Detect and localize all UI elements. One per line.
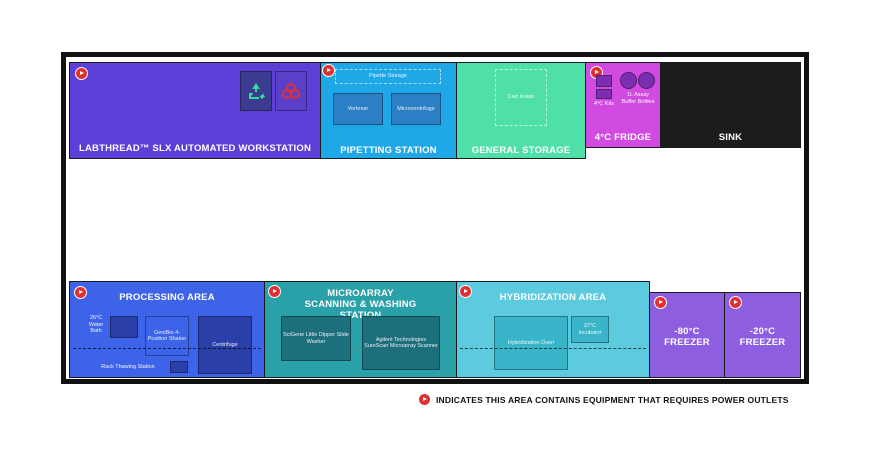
power-outlet-icon [322, 64, 335, 77]
microarray-scanner: Agilent Technologies SureScan Microarray… [362, 316, 440, 370]
kits-container [596, 75, 612, 87]
zone-title: PIPETTING STATION [340, 145, 437, 156]
zone-microarray-station: MICROARRAY SCANNING & WASHING STATION Sc… [264, 281, 457, 378]
zone-title: -80°C FREEZER [664, 326, 710, 348]
buffer-label: 1L Assay Buffer Bottles [621, 92, 655, 105]
legend: INDICATES THIS AREA CONTAINS EQUIPMENT T… [418, 393, 789, 406]
power-outlet-icon [729, 296, 742, 309]
divider-line [73, 348, 261, 349]
zone-general-storage: Cart Inside GENERAL STORAGE [456, 62, 586, 159]
vortexer: Vortexer [333, 93, 383, 125]
centrifuge: Centrifuge [198, 316, 252, 374]
zone-hybridization-area: HYBRIDIZATION AREA Hybridization Oven 37… [456, 281, 650, 378]
zone-processing-area: PROCESSING AREA 26°C Water Bath GeniBio … [69, 281, 265, 378]
recycle-icon [249, 83, 265, 99]
zone-title: SINK [718, 132, 743, 143]
pipette-storage: Pipette Storage [335, 69, 441, 84]
zone-title: MICROARRAY SCANNING & WASHING STATION [304, 288, 417, 321]
zone-title: 4°C FRIDGE [594, 132, 652, 143]
power-outlet-icon [268, 285, 281, 298]
slide-washer: SciGene Little Dipper Slide Washer [281, 316, 351, 361]
zone-20c-freezer: -20°C FREEZER [724, 292, 801, 378]
shaker: GeniBio 4-Position Shaker [145, 316, 189, 356]
recycling-bin [240, 71, 272, 111]
power-outlet-icon [459, 285, 472, 298]
zone-title: HYBRIDIZATION AREA [499, 292, 607, 303]
zone-labthread-workstation: LABTHREAD™ SLX AUTOMATED WORKSTATION [69, 62, 321, 159]
zone-pipetting-station: Pipette Storage Vortexer Microcentrifuge… [320, 62, 457, 159]
power-outlet-icon [654, 296, 667, 309]
power-outlet-icon [74, 286, 87, 299]
microcentrifuge: Microcentrifuge [391, 93, 441, 125]
kits-container [596, 89, 612, 99]
legend-text: INDICATES THIS AREA CONTAINS EQUIPMENT T… [436, 394, 789, 405]
zone-80c-freezer: -80°C FREEZER [649, 292, 725, 378]
zone-title: -20°C FREEZER [739, 326, 786, 348]
hybridization-oven: Hybridization Oven [494, 316, 568, 370]
zone-title: GENERAL STORAGE [471, 145, 571, 156]
zone-title: LABTHREAD™ SLX AUTOMATED WORKSTATION [78, 143, 312, 154]
kits-label: 4°C Kits [594, 101, 614, 107]
water-bath [110, 316, 138, 338]
buffer-bottle [620, 72, 637, 89]
power-outlet-icon [75, 67, 88, 80]
power-outlet-icon [418, 393, 431, 406]
lab-floor-plan: LABTHREAD™ SLX AUTOMATED WORKSTATION Pip… [61, 52, 809, 384]
buffer-bottle [638, 72, 655, 89]
biohazard-icon [282, 83, 300, 99]
divider-line [460, 348, 646, 349]
zone-4c-fridge: 4°C Kits 1L Assay Buffer Bottles 4°C FRI… [585, 62, 661, 148]
water-bath-label: 26°C Water Bath [88, 315, 104, 334]
incubator: 37°C Incubator [571, 316, 609, 343]
rack-label: Rack Thawing Station [101, 364, 155, 370]
zone-title: PROCESSING AREA [119, 292, 215, 303]
biohazard-bin [275, 71, 307, 111]
zone-sink: SINK [660, 62, 801, 148]
rack-thawing-station [170, 361, 188, 373]
storage-cart: Cart Inside [495, 69, 547, 126]
